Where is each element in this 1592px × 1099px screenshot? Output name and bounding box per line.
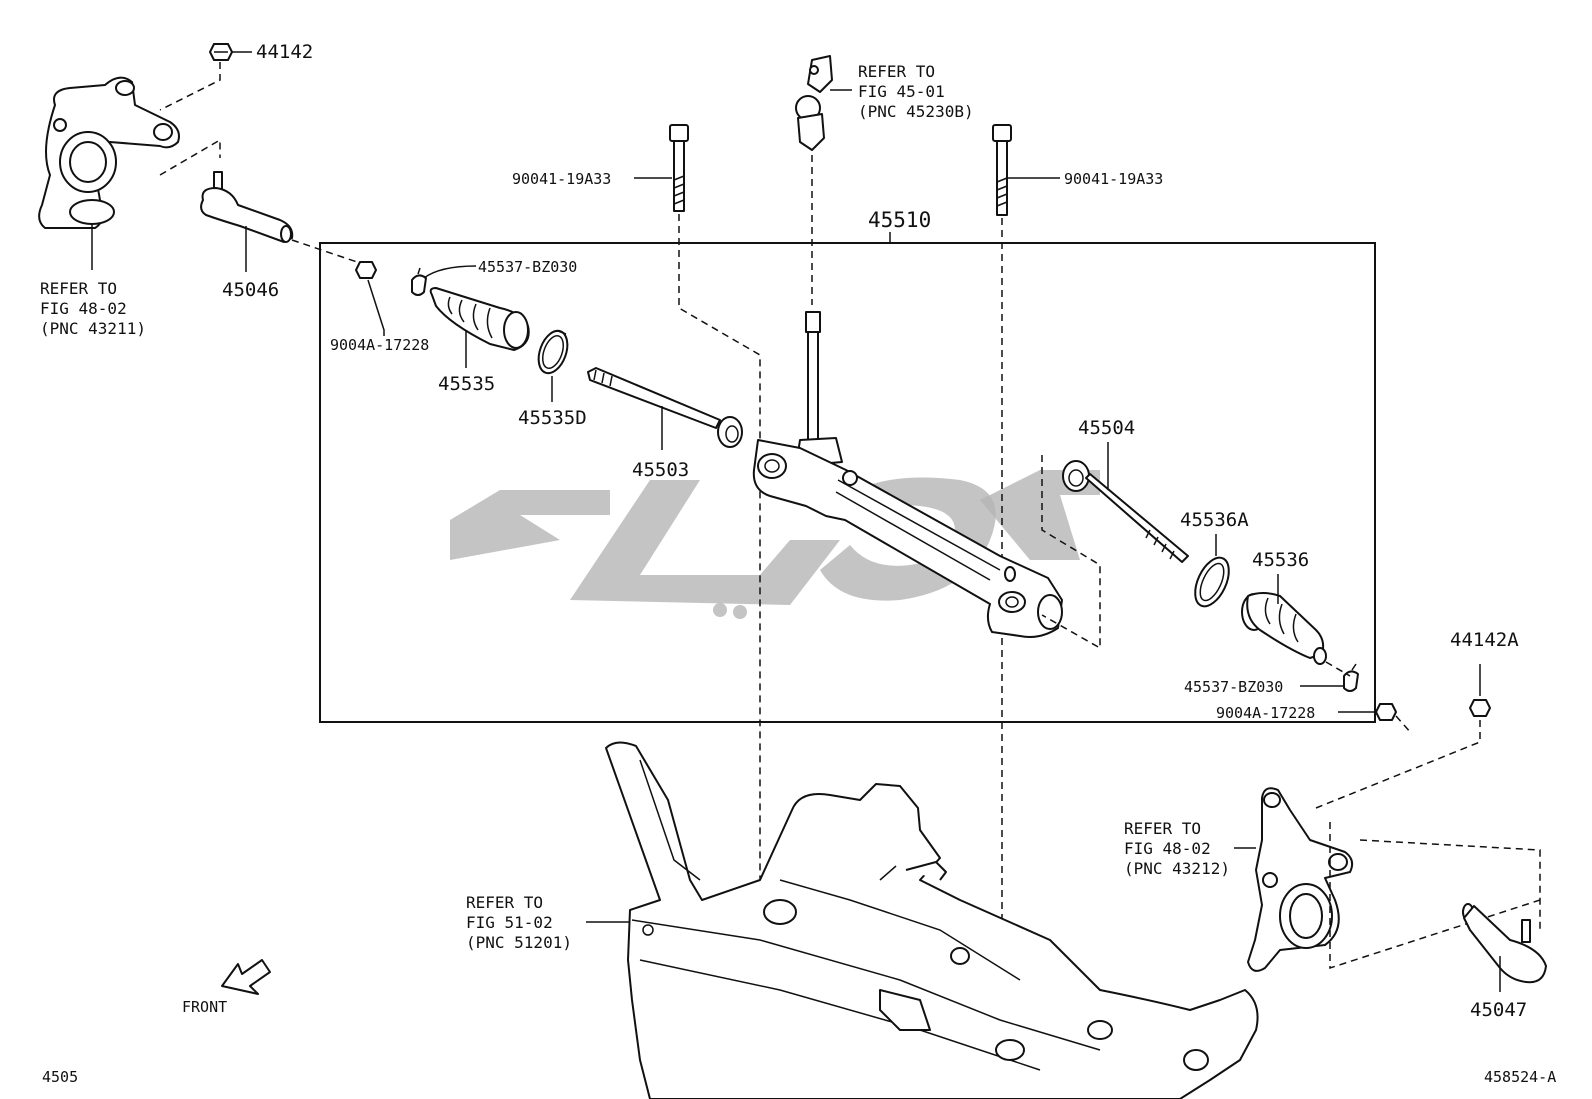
right-tie-rod-end-45047 bbox=[1462, 903, 1547, 984]
ref-left-knuckle-line1: REFER TO bbox=[40, 279, 117, 298]
front-arrow-icon bbox=[221, 959, 271, 995]
steering-rack-housing bbox=[752, 311, 1063, 638]
label-90041-left: 90041-19A33 bbox=[512, 170, 611, 188]
label-45047: 45047 bbox=[1470, 999, 1527, 1021]
label-9004a-left: 9004A-17228 bbox=[330, 336, 429, 354]
left-steering-knuckle bbox=[38, 76, 180, 229]
label-45535: 45535 bbox=[438, 373, 495, 395]
dash-bolt-left bbox=[678, 214, 761, 880]
illustration-id: 458524-A bbox=[1484, 1068, 1556, 1086]
nut-9004A-17228-right bbox=[1375, 703, 1397, 721]
label-45503: 45503 bbox=[632, 459, 689, 481]
dash-knuckle-right-2 bbox=[1359, 839, 1541, 930]
ref-steering-shaft-line2: FIG 45-01 bbox=[858, 82, 945, 101]
clip-45537-BZ030-left bbox=[411, 267, 427, 296]
bolt-90041-19A33-left bbox=[669, 124, 689, 212]
clip-45537-BZ030-right bbox=[1343, 663, 1359, 692]
left-tie-rod-end-45046 bbox=[200, 171, 294, 243]
right-steering-knuckle bbox=[1247, 787, 1354, 972]
ref-left-knuckle-line3: (PNC 43211) bbox=[40, 319, 146, 338]
leader-45537-left bbox=[423, 265, 477, 279]
label-45536: 45536 bbox=[1252, 549, 1309, 571]
ref-steering-shaft-line3: (PNC 45230B) bbox=[858, 102, 974, 121]
nut-44142 bbox=[209, 43, 233, 61]
label-44142: 44142 bbox=[256, 41, 313, 63]
ref-crossmember-line1: REFER TO bbox=[466, 893, 543, 912]
ref-right-knuckle-line2: FIG 48-02 bbox=[1124, 839, 1211, 858]
tie-rod-45503 bbox=[587, 367, 743, 448]
clamp-45536A bbox=[1194, 556, 1230, 608]
steering-intermediate-shaft bbox=[795, 55, 833, 151]
leader-9004a-left bbox=[367, 279, 385, 336]
front-crossmember bbox=[605, 741, 1259, 1099]
label-45537-left: 45537-BZ030 bbox=[478, 258, 577, 276]
dash-rack-right bbox=[1041, 455, 1101, 650]
front-label: FRONT bbox=[182, 998, 227, 1016]
label-45535d: 45535D bbox=[518, 407, 587, 429]
assembly-frame-45510 bbox=[319, 242, 1376, 723]
nut-9004A-17228-left bbox=[355, 261, 377, 279]
boot-45535 bbox=[429, 287, 530, 351]
label-9004a-right: 9004A-17228 bbox=[1216, 704, 1315, 722]
dash-44142a bbox=[1315, 720, 1481, 809]
label-45046: 45046 bbox=[222, 279, 279, 301]
tie-rod-45504 bbox=[1062, 460, 1189, 563]
dash-nut-right bbox=[1395, 715, 1413, 735]
label-45536a: 45536A bbox=[1180, 509, 1249, 531]
label-90041-right: 90041-19A33 bbox=[1064, 170, 1163, 188]
ref-crossmember-line3: (PNC 51201) bbox=[466, 933, 572, 952]
figure-code: 4505 bbox=[42, 1068, 78, 1086]
ref-right-knuckle-line1: REFER TO bbox=[1124, 819, 1201, 838]
ref-steering-shaft-line1: REFER TO bbox=[858, 62, 935, 81]
clamp-45535D bbox=[537, 329, 569, 375]
ref-right-knuckle-line3: (PNC 43212) bbox=[1124, 859, 1230, 878]
label-45510: 45510 bbox=[868, 208, 931, 232]
nut-44142A bbox=[1469, 699, 1491, 717]
label-45504: 45504 bbox=[1078, 417, 1135, 439]
label-45537-right: 45537-BZ030 bbox=[1184, 678, 1283, 696]
label-44142a: 44142A bbox=[1450, 629, 1519, 651]
dash-44142 bbox=[159, 62, 221, 111]
ref-crossmember-line2: FIG 51-02 bbox=[466, 913, 553, 932]
ref-left-knuckle-line2: FIG 48-02 bbox=[40, 299, 127, 318]
dash-boot-right bbox=[1325, 661, 1351, 677]
bolt-90041-19A33-right bbox=[992, 124, 1012, 216]
boot-45536 bbox=[1241, 592, 1327, 665]
